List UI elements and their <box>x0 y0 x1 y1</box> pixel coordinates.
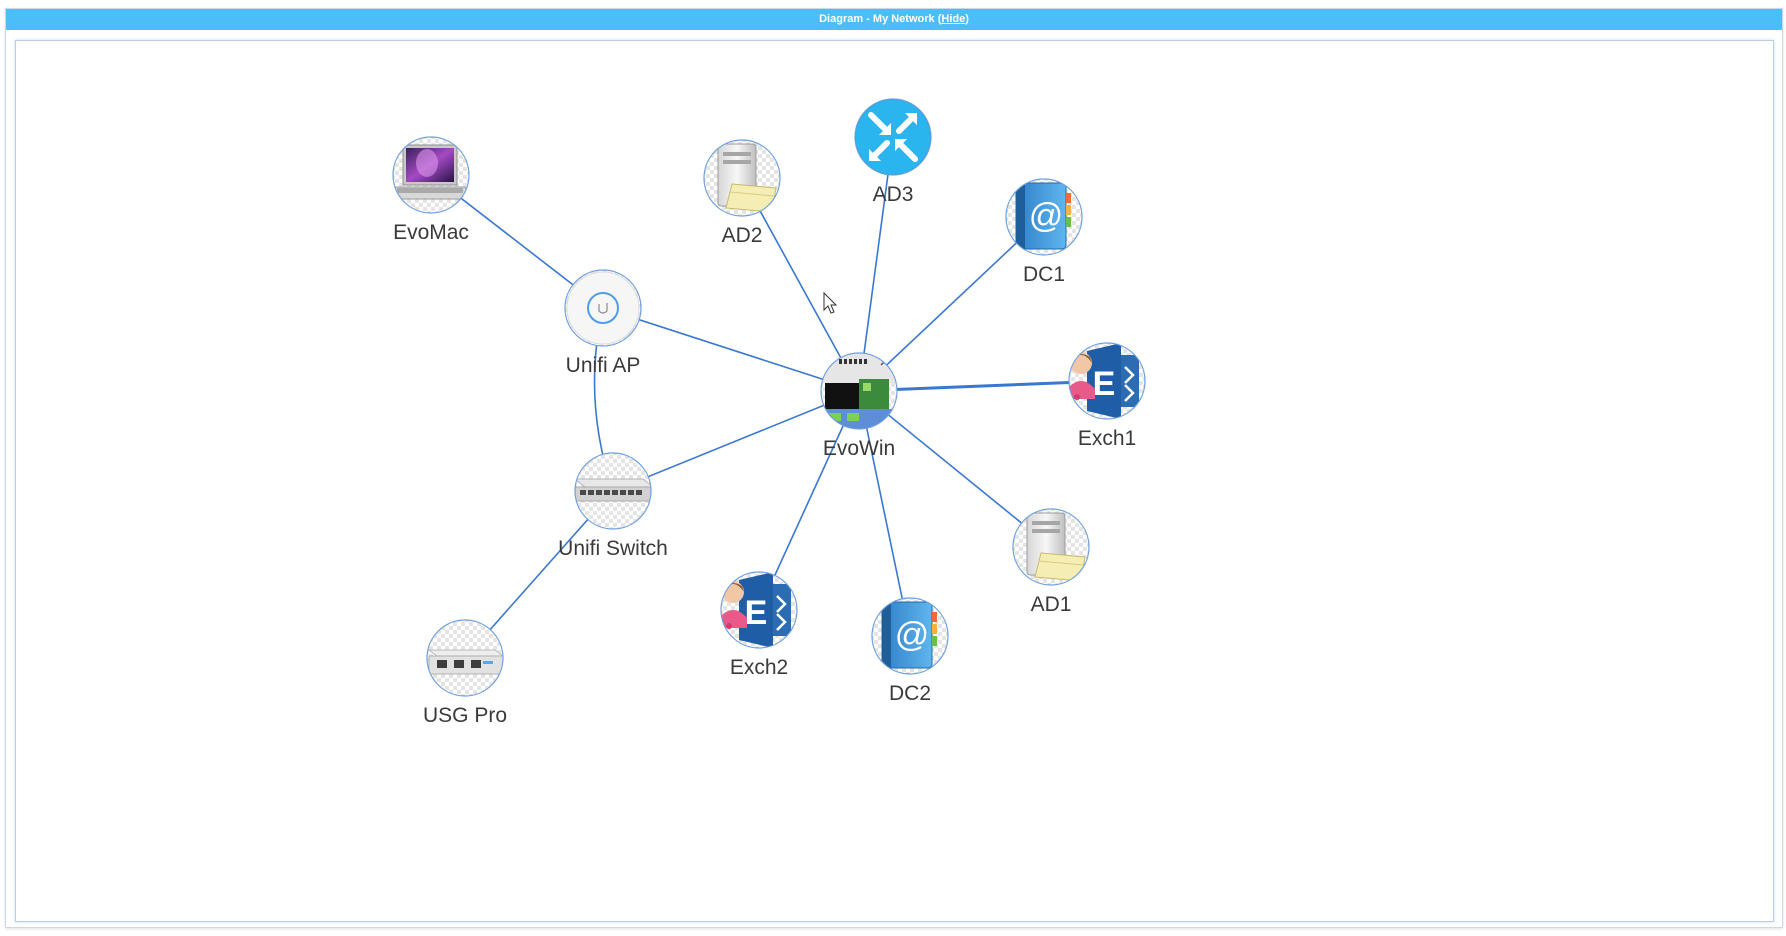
node-ad2[interactable]: AD2 <box>703 139 781 247</box>
node-unifi-switch-label: Unifi Switch <box>558 537 668 560</box>
access-point-icon <box>566 271 640 345</box>
edge-ad3-evowin <box>858 136 894 392</box>
exchange-icon: E <box>1069 343 1139 419</box>
node-ad1-label: AD1 <box>1031 593 1072 616</box>
hide-paren-open: ( <box>937 13 942 25</box>
node-unifi-ap-ring <box>564 269 642 347</box>
svg-text:@: @ <box>1029 197 1064 235</box>
server-tower-icon <box>717 143 777 213</box>
svg-text:@: @ <box>895 616 930 654</box>
laptop-icon <box>393 144 469 200</box>
node-ad2-label: AD2 <box>722 224 763 247</box>
node-evomac-label: EvoMac <box>393 221 469 244</box>
edge-ad2-evowin <box>741 177 860 392</box>
node-ad2-ring <box>703 139 781 217</box>
edge-exch1-evowin <box>858 379 1108 393</box>
svg-text:E: E <box>1093 365 1116 403</box>
node-dc2[interactable]: @ DC2 <box>871 597 949 705</box>
node-exch1[interactable]: E Exch1 <box>1067 342 1146 450</box>
edge-unifi-ap-evowin <box>602 307 860 392</box>
network-switch-icon <box>575 478 651 502</box>
node-ad3[interactable]: AD3 <box>854 98 932 206</box>
edge-dc2-evowin <box>858 390 911 637</box>
node-exch2-ring <box>720 571 798 649</box>
node-unifi-switch[interactable]: Unifi Switch <box>558 452 668 560</box>
node-evowin-label: EvoWin <box>823 437 895 460</box>
node-usg-pro-ring <box>426 619 504 697</box>
node-ad1[interactable]: AD1 <box>1012 508 1090 616</box>
node-dc1-ring <box>1005 178 1083 256</box>
node-evowin-ring <box>820 352 898 430</box>
node-dc1[interactable]: @ DC1 <box>1005 178 1083 286</box>
node-exch2[interactable]: E Exch2 <box>719 571 798 679</box>
node-dc2-label: DC2 <box>889 682 931 705</box>
node-dc2-ring <box>871 597 949 675</box>
node-evomac[interactable]: EvoMac <box>389 136 471 244</box>
svg-text:E: E <box>745 594 768 632</box>
mouse-cursor-icon <box>823 291 838 314</box>
node-exch1-label: Exch1 <box>1078 427 1136 450</box>
node-usg-pro-label: USG Pro <box>423 704 507 727</box>
panel-titlebar: Diagram - My Network (Hide) <box>6 9 1782 30</box>
diagram-panel: Diagram - My Network (Hide) <box>5 8 1783 928</box>
server-tower-icon <box>1026 512 1086 582</box>
node-evomac-ring <box>392 136 470 214</box>
gateway-router-icon <box>427 649 503 675</box>
node-ad1-ring <box>1012 508 1090 586</box>
edge-unifi-switch-evowin <box>612 390 860 492</box>
address-book-icon: @ <box>1015 182 1071 250</box>
node-ad3-label: AD3 <box>873 183 914 206</box>
edge-ad1-evowin <box>858 390 1052 548</box>
node-dc1-label: DC1 <box>1023 263 1065 286</box>
node-unifi-ap[interactable]: Unifi AP <box>564 269 642 377</box>
node-usg-pro[interactable]: USG Pro <box>423 619 507 727</box>
node-unifi-switch-ring <box>574 452 652 530</box>
panel-title: Diagram - My Network <box>819 13 935 25</box>
edge-dc1-evowin <box>858 216 1045 392</box>
hide-paren-close: ) <box>965 13 969 25</box>
node-evowin[interactable]: EvoWin <box>820 352 898 460</box>
node-exch2-label: Exch2 <box>730 656 788 679</box>
node-unifi-ap-label: Unifi AP <box>566 354 641 377</box>
edge-exch2-evowin <box>758 390 860 611</box>
address-book-icon: @ <box>881 601 937 669</box>
node-exch1-ring <box>1068 342 1146 420</box>
exchange-icon: E <box>721 572 791 648</box>
node-ad3-ring <box>854 98 932 176</box>
hide-link[interactable]: Hide <box>941 13 966 25</box>
router-arrows-icon <box>855 99 931 175</box>
